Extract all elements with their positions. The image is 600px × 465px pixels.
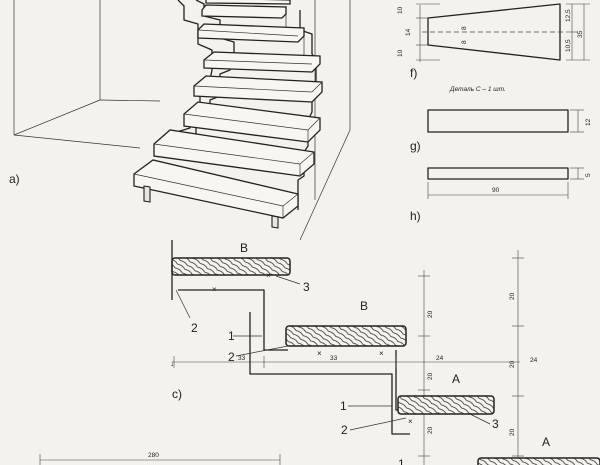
callout-3-low: 3 (492, 417, 499, 431)
callout-3-top: 3 (303, 280, 310, 294)
dim-c-24-right: 24 (530, 357, 538, 364)
dim-c-20-a: 20 (427, 310, 434, 318)
dim-f-10-5: 10,5 (565, 39, 572, 52)
svg-text:×: × (317, 349, 322, 358)
svg-text:×: × (379, 349, 384, 358)
tread-2 (153, 129, 315, 177)
tapered-part (427, 3, 561, 61)
dim-c-280: 280 (148, 452, 159, 459)
tread-7 (201, 4, 287, 19)
tread-1 (133, 159, 299, 219)
bar-g (427, 109, 569, 133)
callout-1-bottom: 1 (398, 457, 405, 465)
label-f: f) (410, 66, 417, 80)
svg-text:×: × (266, 271, 271, 280)
board-b-top (171, 257, 291, 276)
stair-treads (133, 0, 323, 229)
callout-2-low: 2 (341, 423, 348, 437)
dim-f-8a: 8 (461, 26, 468, 30)
svg-text:↓: ↓ (170, 359, 174, 368)
dim-c-20-e: 20 (509, 360, 516, 368)
dim-c-33-right: 33 (330, 355, 338, 362)
board-a-mid (397, 395, 495, 415)
perspective-view: a) (9, 0, 351, 241)
dim-c-33-left: 33 (238, 355, 246, 362)
callout-2-top: 2 (191, 321, 198, 335)
dim-f-10-top: 10 (397, 6, 404, 14)
section-b-mid: B (360, 299, 368, 313)
dim-c-20-c: 20 (427, 426, 434, 434)
dim-g-12: 12 (585, 118, 592, 126)
callout-2-mid: 2 (228, 350, 235, 364)
section-b-top: B (240, 241, 248, 255)
board-b-mid (285, 325, 407, 347)
part-caption: Деталь С – 1 шт. (449, 86, 506, 93)
label-h: h) (410, 209, 421, 223)
tread-8 (205, 0, 291, 5)
dim-f-12-5: 12,5 (565, 9, 572, 22)
section-a-mid: A (452, 372, 460, 386)
room-walls (13, 0, 351, 241)
dim-f-8b: 8 (461, 40, 468, 44)
dim-c-20-d: 20 (509, 292, 516, 300)
label-g: g) (410, 139, 421, 153)
detail-h: 5 90 h) (410, 167, 592, 223)
callout-1-low: 1 (340, 399, 347, 413)
label-c: c) (172, 387, 182, 401)
detail-f: 10 14 10 8 8 12,5 35 10,5 f) Деталь С – … (397, 3, 590, 93)
dim-f-35: 35 (577, 30, 584, 38)
bar-h (427, 167, 569, 180)
svg-text:×: × (408, 417, 413, 426)
dim-h-90: 90 (492, 187, 500, 194)
detail-g: 12 g) (410, 109, 592, 153)
dim-c-24-left: 24 (436, 355, 444, 362)
dim-f-10-bottom: 10 (397, 49, 404, 57)
label-a: a) (9, 172, 20, 186)
tread-3 (183, 101, 321, 143)
dim-h-5: 5 (585, 173, 592, 177)
section-view: B × × 3 2 B × × 1 2 33 33 24 24 ↓ (39, 240, 600, 465)
dim-c-20-f: 20 (509, 428, 516, 436)
callout-1-mid: 1 (228, 329, 235, 343)
section-a-low: A (542, 435, 550, 449)
dim-f-14: 14 (405, 28, 412, 36)
dim-c-20-b: 20 (427, 372, 434, 380)
stringer-upper (178, 289, 288, 351)
board-a-low (477, 457, 600, 465)
